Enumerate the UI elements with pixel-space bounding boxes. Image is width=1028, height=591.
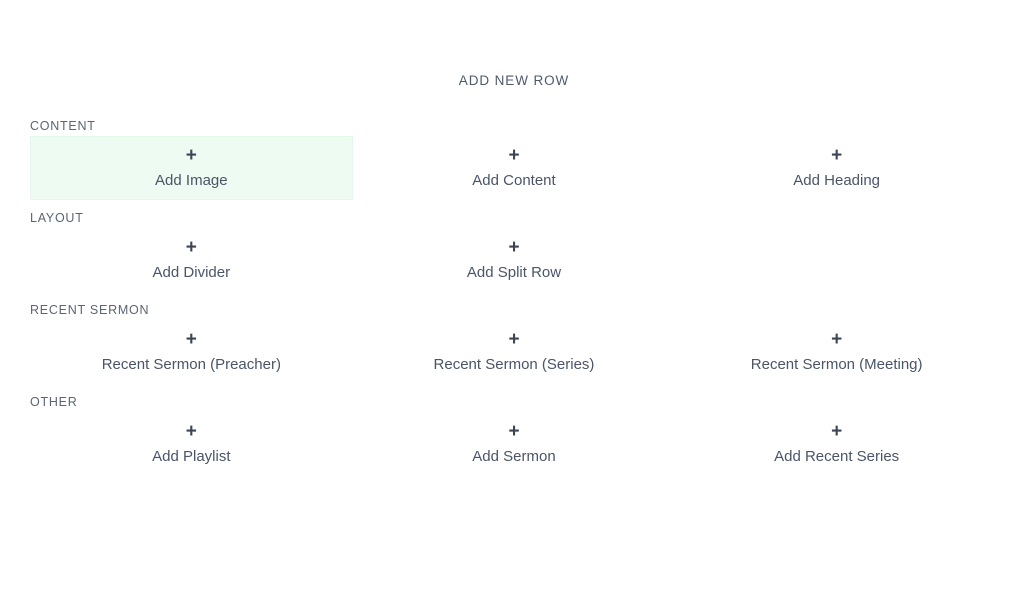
section-label: LAYOUT <box>30 211 84 225</box>
section-label: CONTENT <box>30 119 96 133</box>
section-label: OTHER <box>30 395 78 409</box>
plus-icon: + <box>185 237 197 258</box>
tile-recent-sermon-meeting[interactable]: + Recent Sermon (Meeting) <box>675 320 998 384</box>
section-recent-sermon: RECENT SERMON + Recent Sermon (Preacher) + R… <box>30 302 998 384</box>
plus-icon: + <box>831 145 843 166</box>
tile-label: Add Content <box>472 172 556 189</box>
tile-grid: + Add Image + Add Content + Add Heading <box>30 136 998 200</box>
plus-icon: + <box>185 145 197 166</box>
plus-icon: + <box>508 145 520 166</box>
section-layout: LAYOUT + Add Divider + Add Split Row <box>30 210 998 292</box>
tile-add-split-row[interactable]: + Add Split Row <box>353 228 676 292</box>
tile-label: Add Heading <box>793 172 881 189</box>
tile-label: Add Split Row <box>466 264 562 281</box>
plus-icon: + <box>831 329 843 350</box>
plus-icon: + <box>508 237 520 258</box>
tile-add-sermon[interactable]: + Add Sermon <box>353 412 676 476</box>
plus-icon: + <box>831 421 843 442</box>
section-label: RECENT SERMON <box>30 303 150 317</box>
tile-recent-sermon-series[interactable]: + Recent Sermon (Series) <box>353 320 676 384</box>
section-content: CONTENT + Add Image + Add Content + Add Headin… <box>30 118 998 200</box>
section-list: CONTENT + Add Image + Add Content + Add Headin… <box>0 118 1028 476</box>
page-title: ADD NEW ROW <box>458 73 570 88</box>
plus-icon: + <box>508 421 520 442</box>
section-other: OTHER + Add Playlist + Add Sermon + Add Recent… <box>30 394 998 476</box>
tile-add-divider[interactable]: + Add Divider <box>30 228 353 292</box>
tile-add-heading[interactable]: + Add Heading <box>675 136 998 200</box>
tile-grid: + Recent Sermon (Preacher) + Recent Sermon … <box>30 320 998 384</box>
tile-label: Add Image <box>155 172 228 189</box>
tile-add-content[interactable]: + Add Content <box>353 136 676 200</box>
tile-label: Add Divider <box>152 264 231 281</box>
tile-grid: + Add Playlist + Add Sermon + Add Recent Seri… <box>30 412 998 476</box>
tile-label: Add Playlist <box>152 448 231 465</box>
plus-icon: + <box>185 329 197 350</box>
tile-label: Add Recent Series <box>774 448 900 465</box>
tile-add-playlist[interactable]: + Add Playlist <box>30 412 353 476</box>
plus-icon: + <box>508 329 520 350</box>
tile-label: Recent Sermon (Meeting) <box>750 356 923 373</box>
tile-label: Add Sermon <box>472 448 556 465</box>
plus-icon: + <box>185 421 197 442</box>
tile-add-recent-series[interactable]: + Add Recent Series <box>675 412 998 476</box>
tile-add-image[interactable]: + Add Image <box>30 136 353 200</box>
tile-grid: + Add Divider + Add Split Row <box>30 228 998 292</box>
tile-label: Recent Sermon (Series) <box>433 356 595 373</box>
tile-label: Recent Sermon (Preacher) <box>101 356 281 373</box>
tile-recent-sermon-preacher[interactable]: + Recent Sermon (Preacher) <box>30 320 353 384</box>
